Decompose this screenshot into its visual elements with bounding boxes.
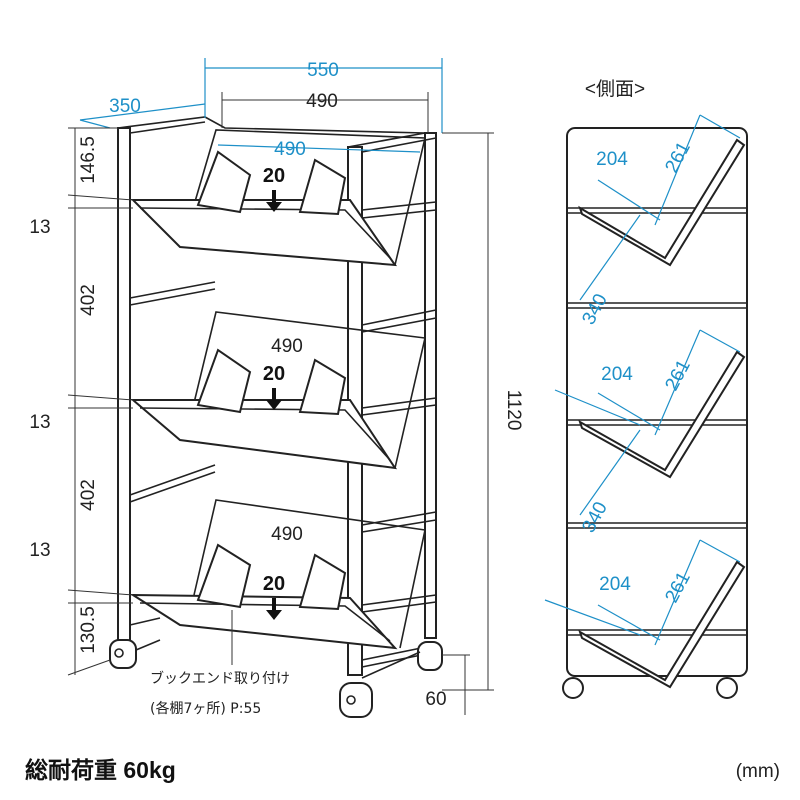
bookend-2b: [298, 358, 347, 416]
side-depth-3: 204: [599, 574, 631, 595]
dim-height-total: 1120: [503, 390, 524, 431]
shelf-3: [129, 499, 426, 650]
side-caster-left: [562, 677, 584, 699]
side-view-title: <側面>: [585, 78, 645, 100]
back-left-post: [117, 127, 131, 649]
dim-inner-width-top: 490: [306, 91, 338, 112]
side-view: <側面> 204 204 204 261 261 261 340 340: [544, 78, 748, 699]
seg-13a: 13: [29, 217, 50, 238]
dim-caster-height: 60: [425, 689, 446, 710]
load-capacity: 総耐荷重 60kg: [25, 757, 176, 783]
front-dimensions: 550 490 350 490 20 20 20 490 490 146.5 1…: [29, 58, 524, 717]
side-depth-2: 204: [601, 364, 633, 385]
caster-front-right: [339, 682, 373, 718]
shelf-1: [130, 129, 427, 267]
shelf-2: [130, 311, 426, 470]
dim-shelf3-width: 490: [271, 524, 303, 545]
caster-back-right: [417, 641, 443, 671]
back-right-post: [424, 132, 437, 639]
front-view-rack: [109, 116, 443, 718]
bookend-3a: [196, 543, 252, 609]
arrow-down-icon: [266, 598, 282, 620]
bookend-1a: [196, 150, 252, 214]
caster-front-left: [109, 639, 137, 669]
dim-inner-width-blue: 490: [274, 139, 306, 160]
divider-gap-1: 20: [263, 165, 285, 187]
dim-shelf2-width: 490: [271, 336, 303, 357]
seg-130-5: 130.5: [78, 606, 99, 654]
seg-402b: 402: [78, 479, 99, 511]
seg-13c: 13: [29, 540, 50, 561]
dim-depth: 350: [109, 96, 141, 117]
divider-gap-3: 20: [263, 573, 285, 595]
arrow-down-icon: [266, 190, 282, 212]
side-shelf-2: [578, 350, 746, 479]
side-caster-right: [716, 677, 738, 699]
bookend-1b: [298, 158, 347, 216]
dim-width-total: 550: [307, 60, 339, 81]
side-shelf-3: [578, 560, 746, 689]
side-shelf-1: [578, 138, 746, 267]
seg-13b: 13: [29, 412, 50, 433]
unit-label: (mm): [736, 761, 780, 782]
bookend-3b: [298, 553, 347, 611]
bookend-note-line2: (各棚7ヶ所) P:55: [150, 701, 261, 717]
bookend-note-line1: ブックエンド取り付け: [150, 670, 290, 687]
seg-402a: 402: [78, 284, 99, 316]
divider-gap-2: 20: [263, 363, 285, 385]
arrow-down-icon: [266, 388, 282, 410]
top-back-rail: [117, 116, 426, 134]
side-depth-1: 204: [596, 149, 628, 170]
bookend-2a: [196, 348, 252, 414]
seg-146-5: 146.5: [78, 136, 99, 184]
height-segments: 146.5 13 402 13 402 13 130.5: [29, 136, 99, 654]
